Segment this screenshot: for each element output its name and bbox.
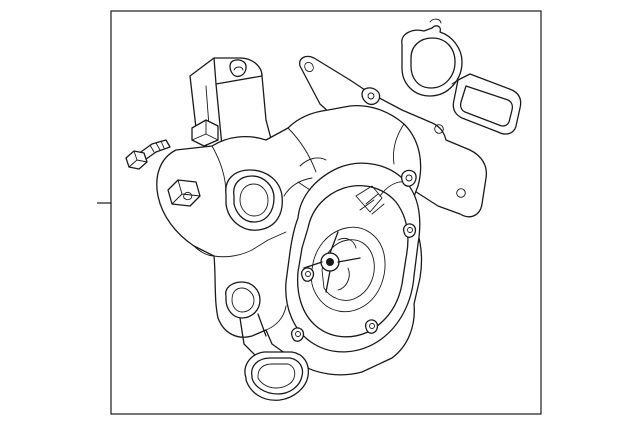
water-pump-housing-icon [156, 55, 488, 401]
bolt-icon [125, 139, 171, 170]
diagram-frame [110, 10, 542, 415]
gasket-icon [451, 73, 522, 135]
seal-ring-icon [401, 18, 463, 97]
